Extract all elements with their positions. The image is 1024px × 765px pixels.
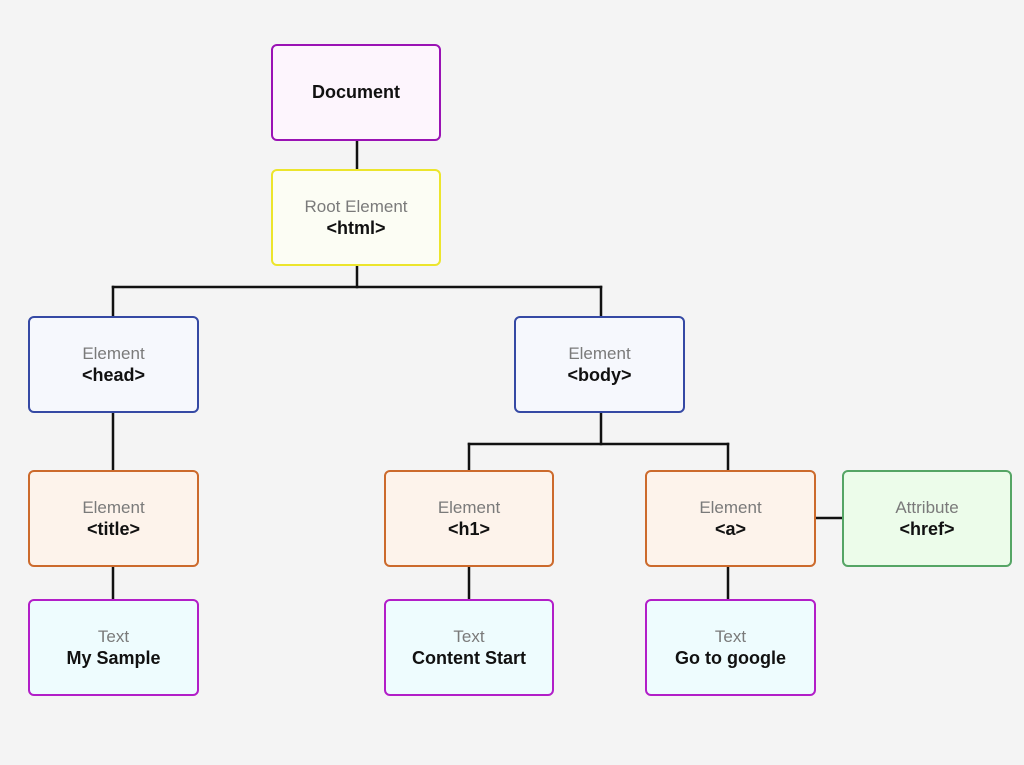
title-element-node: Element <title> <box>28 470 199 567</box>
document-node: Document <box>271 44 441 141</box>
root-element-node-tag: <html> <box>326 217 386 238</box>
head-element-node-tag: <head> <box>81 364 146 385</box>
title-text-node: Text My Sample <box>28 599 199 696</box>
h1-element-node-type: Element <box>437 497 501 517</box>
body-element-node-tag: <body> <box>567 364 632 385</box>
head-element-node-type: Element <box>82 343 145 363</box>
a-element-node: Element <a> <box>645 470 816 567</box>
href-attribute-node: Attribute <href> <box>842 470 1012 567</box>
a-text-node-type: Text <box>714 626 747 646</box>
href-attribute-node-type: Attribute <box>895 497 959 517</box>
title-element-node-tag: <title> <box>86 518 141 539</box>
h1-text-node-content: Content Start <box>412 647 526 668</box>
head-element-node: Element <head> <box>28 316 199 413</box>
h1-text-node-type: Text <box>453 626 485 646</box>
a-text-node: Text Go to google <box>645 599 816 696</box>
root-element-node-type: Root Element <box>304 196 408 216</box>
root-element-node: Root Element <html> <box>271 169 441 266</box>
title-text-node-type: Text <box>97 626 130 646</box>
a-text-node-content: Go to google <box>675 647 786 668</box>
body-element-node: Element <body> <box>514 316 685 413</box>
body-element-node-type: Element <box>568 343 631 363</box>
h1-element-node-tag: <h1> <box>447 518 491 539</box>
h1-text-node: Text Content Start <box>384 599 554 696</box>
h1-element-node: Element <h1> <box>384 470 554 567</box>
title-text-node-content: My Sample <box>66 647 161 668</box>
href-attribute-node-name: <href> <box>899 518 955 539</box>
a-element-node-type: Element <box>699 497 762 517</box>
document-node-label: Document <box>311 82 400 102</box>
title-element-node-type: Element <box>82 497 145 517</box>
a-element-node-tag: <a> <box>714 518 747 539</box>
